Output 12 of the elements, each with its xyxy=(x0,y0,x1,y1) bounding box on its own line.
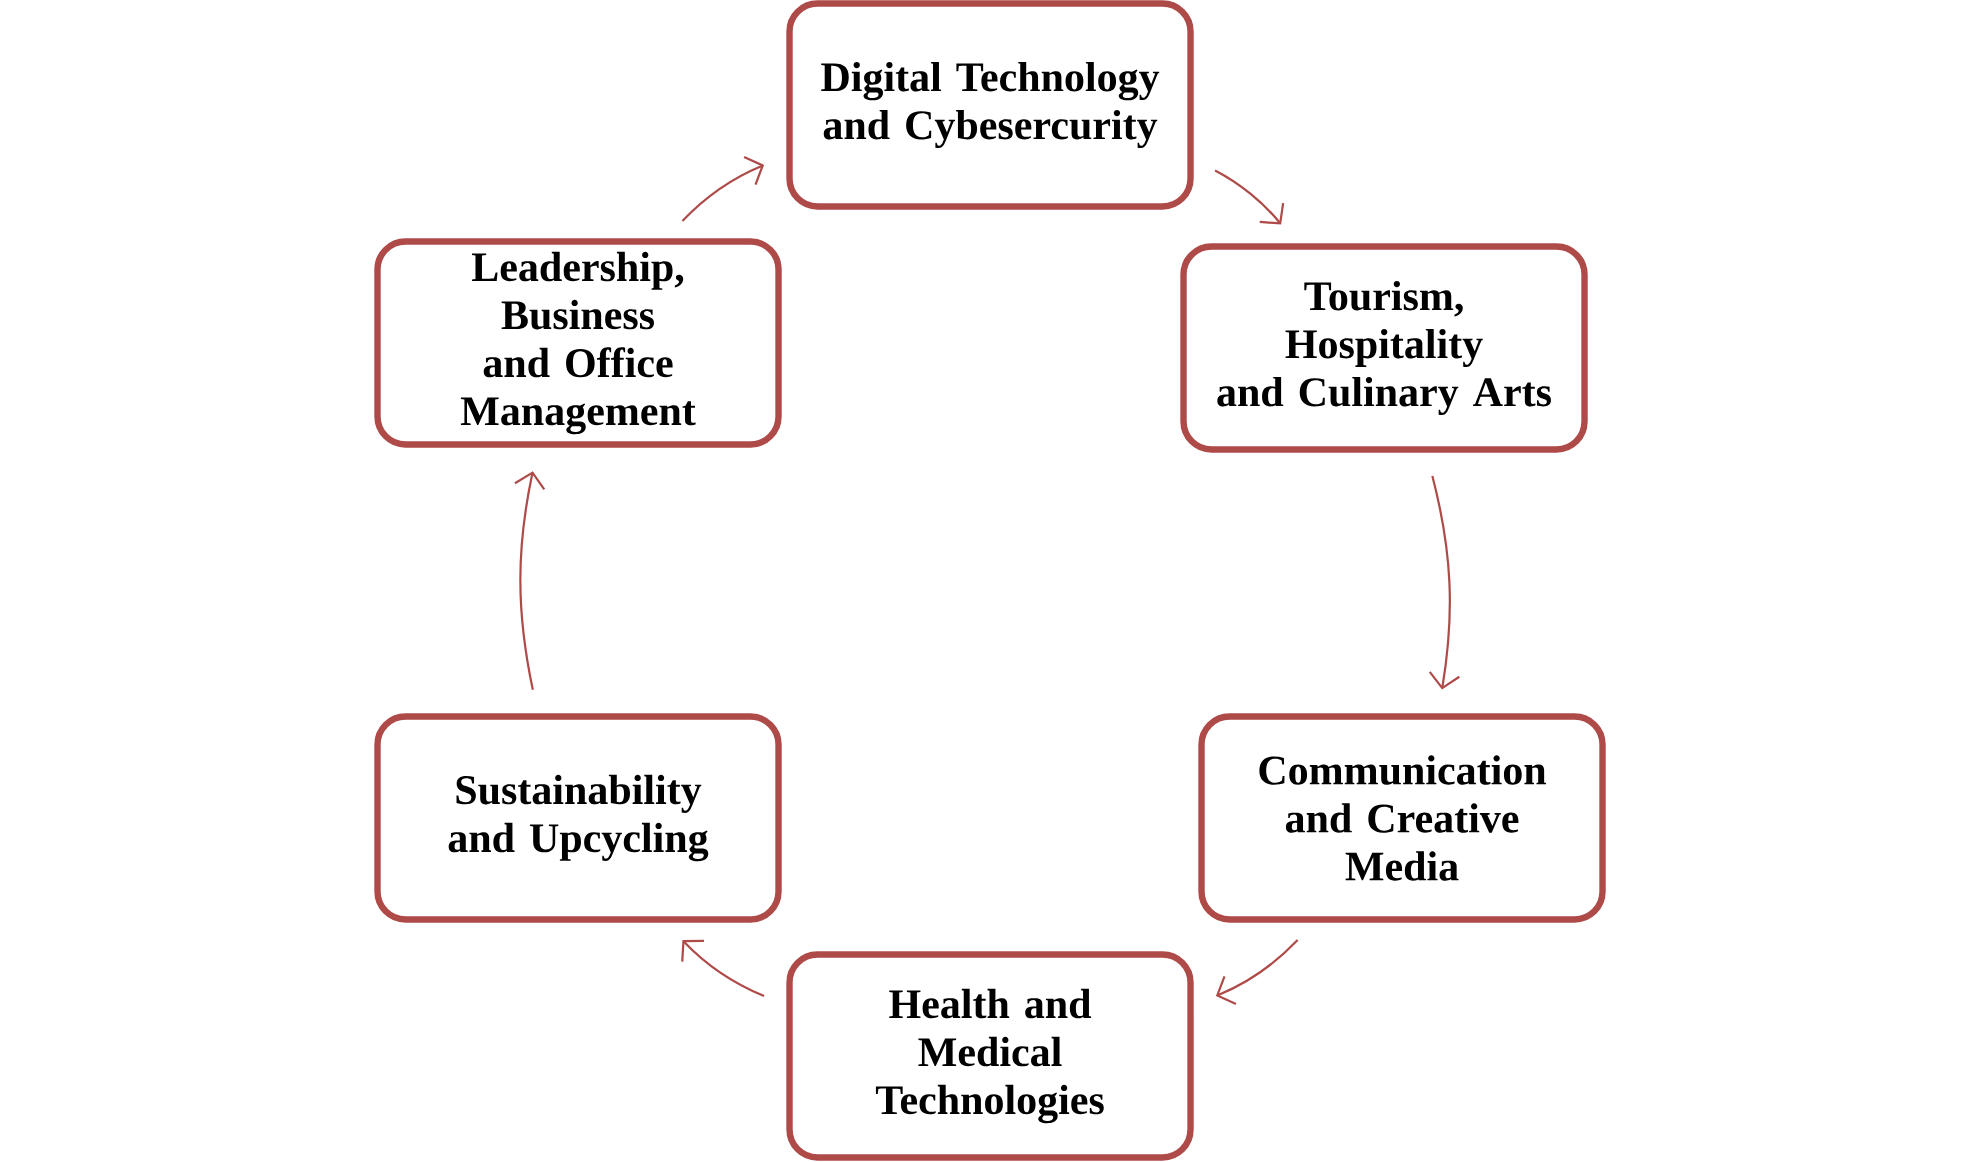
arrow xyxy=(1215,939,1299,1005)
arrow xyxy=(1428,475,1460,690)
process-box: Digital Technology and Cybesercurity xyxy=(786,0,1194,210)
arrow xyxy=(681,939,765,998)
process-box: Tourism, Hospitality and Culinary Arts xyxy=(1180,243,1588,453)
process-box: Leadership, Business and Office Management xyxy=(374,238,782,448)
process-box: Sustainability and Upcycling xyxy=(374,713,782,923)
arrow xyxy=(1214,169,1285,225)
process-box: Communication and Creative Media xyxy=(1198,713,1606,923)
process-box: Health and Medical Technologies xyxy=(786,951,1194,1161)
arrow xyxy=(681,155,765,222)
arrow xyxy=(514,471,546,691)
